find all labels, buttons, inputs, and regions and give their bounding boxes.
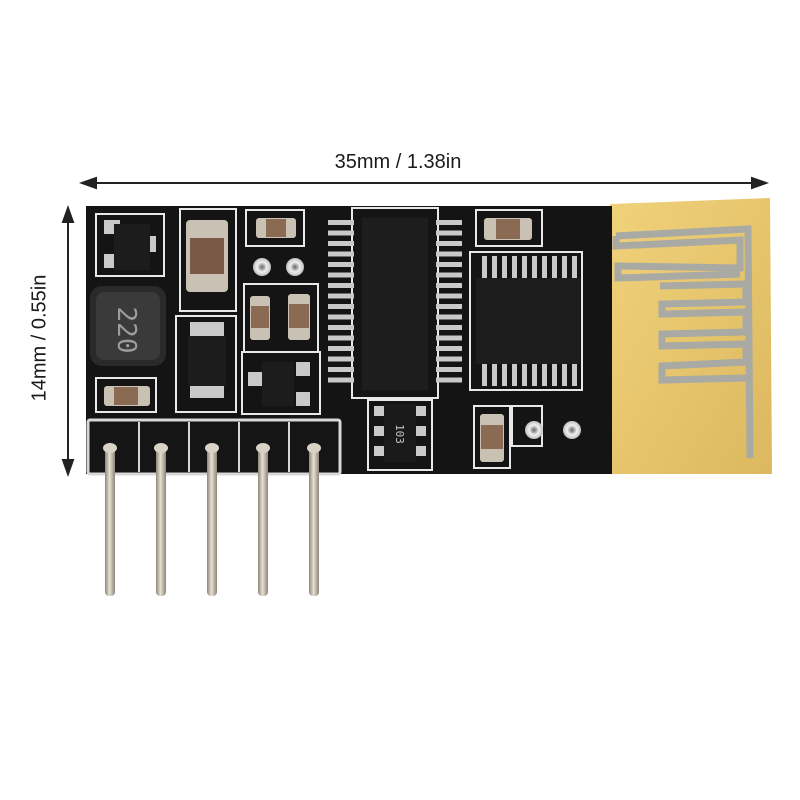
transistor-top-left xyxy=(104,220,156,270)
header-pin xyxy=(205,443,219,596)
width-dimension-label: 35mm / 1.38in xyxy=(334,151,462,173)
main-ic-chip xyxy=(328,207,462,399)
antenna-trace xyxy=(612,225,754,459)
inductor: 220 xyxy=(90,286,166,366)
capacitor-large xyxy=(186,220,228,292)
svg-text:103: 103 xyxy=(393,424,406,444)
capacitor-bottom-right xyxy=(480,414,504,462)
header-pin xyxy=(256,443,270,596)
capacitor-mid-right xyxy=(288,294,310,340)
via-holes xyxy=(253,258,581,439)
svg-text:220: 220 xyxy=(111,307,141,354)
resistor: 103 xyxy=(374,404,426,462)
width-dimension-arrow xyxy=(79,176,769,190)
header-pin xyxy=(307,443,321,596)
diode xyxy=(188,322,226,398)
header-pin xyxy=(103,443,117,596)
capacitor-bottom-left xyxy=(104,386,150,406)
height-dimension-arrow xyxy=(61,205,75,477)
capacitor-top-right xyxy=(484,218,532,240)
capacitor-mid-left xyxy=(250,296,270,340)
transistor-bottom xyxy=(248,362,310,406)
capacitor-top xyxy=(256,218,296,238)
pcb-antenna xyxy=(610,198,772,474)
secondary-ic-chip xyxy=(469,251,583,391)
header-pin xyxy=(154,443,168,596)
